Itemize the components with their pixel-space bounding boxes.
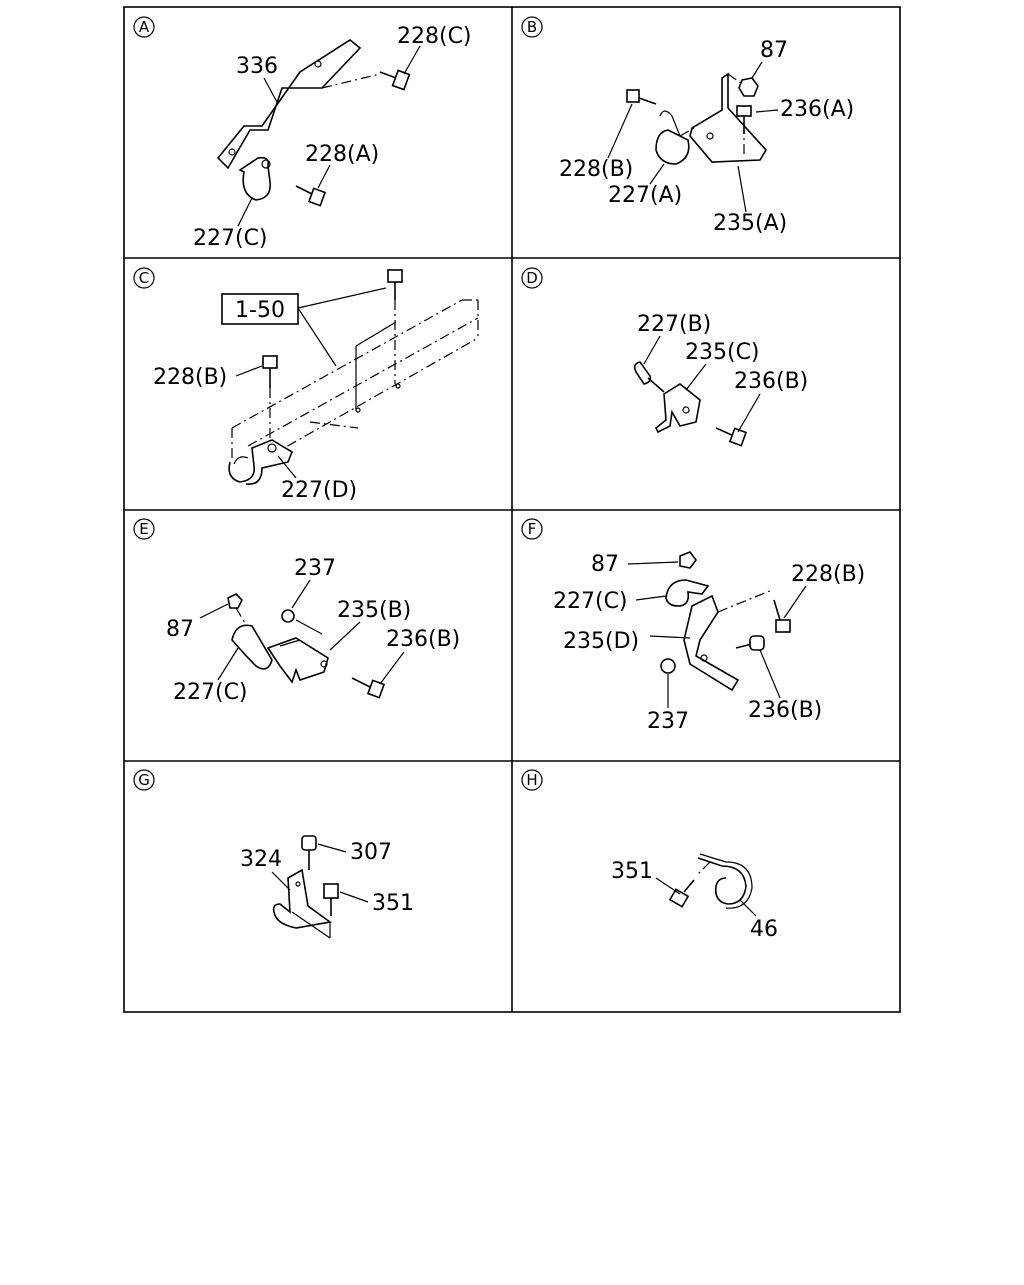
panel-c: C — [133, 267, 479, 503]
panel-b: B 87 236(A) 228(B) 227(A) 235(A — [521, 16, 854, 236]
bolt-228a — [295, 185, 327, 207]
panel-e-badge — [133, 518, 155, 540]
panel-f: F 87 228(B) 227(C) 235(D) 236(B) 237 — [521, 518, 865, 734]
panel-d-badge — [521, 267, 543, 289]
bolt-307 — [301, 835, 317, 870]
nut-87-e — [227, 593, 243, 609]
bracket-235b — [266, 637, 329, 684]
bolt-351-h — [668, 879, 695, 908]
label-227c-e: 227(C) — [173, 680, 248, 705]
bracket-235a — [689, 72, 767, 163]
panel-a-id: A — [139, 18, 150, 36]
label-324: 324 — [240, 847, 282, 872]
bolt-228b-b — [626, 89, 657, 105]
bolt-upper-c — [387, 269, 403, 384]
bolt-228c — [379, 69, 411, 91]
bracket-235d — [683, 594, 740, 692]
panel-d: D 227(B) 235(C) 236(B) — [521, 267, 808, 447]
label-228a: 228(A) — [305, 142, 379, 167]
label-228b: 228(B) — [559, 157, 633, 182]
panel-h-id: H — [526, 771, 537, 789]
clip-46 — [695, 853, 753, 909]
clip-227b — [633, 361, 652, 385]
label-87-f: 87 — [591, 552, 619, 577]
bolt-236a — [736, 105, 752, 134]
label-336: 336 — [236, 54, 278, 79]
label-235d: 235(D) — [563, 629, 639, 654]
bracket-235c — [654, 383, 701, 434]
label-227c: 227(C) — [193, 226, 268, 251]
panel-b-id: B — [527, 18, 537, 36]
panel-a-badge — [133, 16, 155, 38]
clip-227c-f — [665, 579, 710, 607]
panel-g-id: G — [138, 771, 150, 789]
grid-frame — [123, 6, 901, 1013]
label-1-50: 1-50 — [235, 298, 285, 323]
panel-g-badge — [133, 769, 155, 791]
panel-b-badge — [521, 16, 543, 38]
frame-rail — [231, 299, 479, 462]
nut-237-e — [281, 609, 295, 623]
panel-e-id: E — [139, 520, 148, 538]
clip-227d — [228, 439, 293, 485]
label-227b: 227(B) — [637, 312, 711, 337]
clip-227c — [238, 156, 272, 201]
label-227d: 227(D) — [281, 478, 357, 503]
bolt-351-g — [323, 883, 339, 916]
panel-a: A 228(C) 336 228(A) 227(C) — [133, 16, 472, 251]
label-87: 87 — [760, 38, 788, 63]
label-236b-d: 236(B) — [734, 369, 808, 394]
label-236b-f: 236(B) — [748, 698, 822, 723]
clip-227c-e — [231, 624, 273, 670]
label-237-f: 237 — [647, 709, 689, 734]
label-227a: 227(A) — [608, 183, 682, 208]
label-235b: 235(B) — [337, 598, 411, 623]
panel-c-badge — [133, 267, 155, 289]
nut-237-f — [660, 658, 676, 674]
panel-c-id: C — [139, 269, 149, 287]
label-87-e: 87 — [166, 617, 194, 642]
label-228b-f: 228(B) — [791, 562, 865, 587]
nut-87-f — [679, 551, 697, 569]
panel-h: H 351 46 — [521, 769, 778, 942]
bracket-324 — [272, 868, 332, 929]
bolt-228b-c — [262, 355, 278, 440]
panel-e: E 237 235(B) 87 236(B) 227(C) — [133, 518, 460, 705]
panel-f-id: F — [528, 520, 537, 538]
label-236a: 236(A) — [780, 97, 854, 122]
label-236b-e: 236(B) — [386, 627, 460, 652]
bolt-236b-f — [735, 635, 765, 651]
label-351-g: 351 — [372, 891, 414, 916]
panel-h-badge — [521, 769, 543, 791]
label-46: 46 — [750, 917, 778, 942]
label-228c: 228(C) — [397, 24, 472, 49]
label-237-e: 237 — [294, 556, 336, 581]
bolt-228b-f — [773, 599, 791, 633]
bolt-236b-d — [715, 427, 748, 447]
panel-d-id: D — [526, 269, 538, 287]
nut-87 — [738, 77, 759, 97]
bolt-236b-e — [351, 677, 386, 699]
panel-f-badge — [521, 518, 543, 540]
label-351-h: 351 — [611, 859, 653, 884]
label-235a: 235(A) — [713, 211, 787, 236]
label-235c: 235(C) — [685, 340, 760, 365]
panel-g: G 307 324 351 — [133, 769, 414, 939]
clip-227a — [655, 110, 695, 165]
bracket-336 — [216, 39, 362, 170]
label-227c-f: 227(C) — [553, 589, 628, 614]
label-228b-c: 228(B) — [153, 365, 227, 390]
label-307: 307 — [350, 840, 392, 865]
